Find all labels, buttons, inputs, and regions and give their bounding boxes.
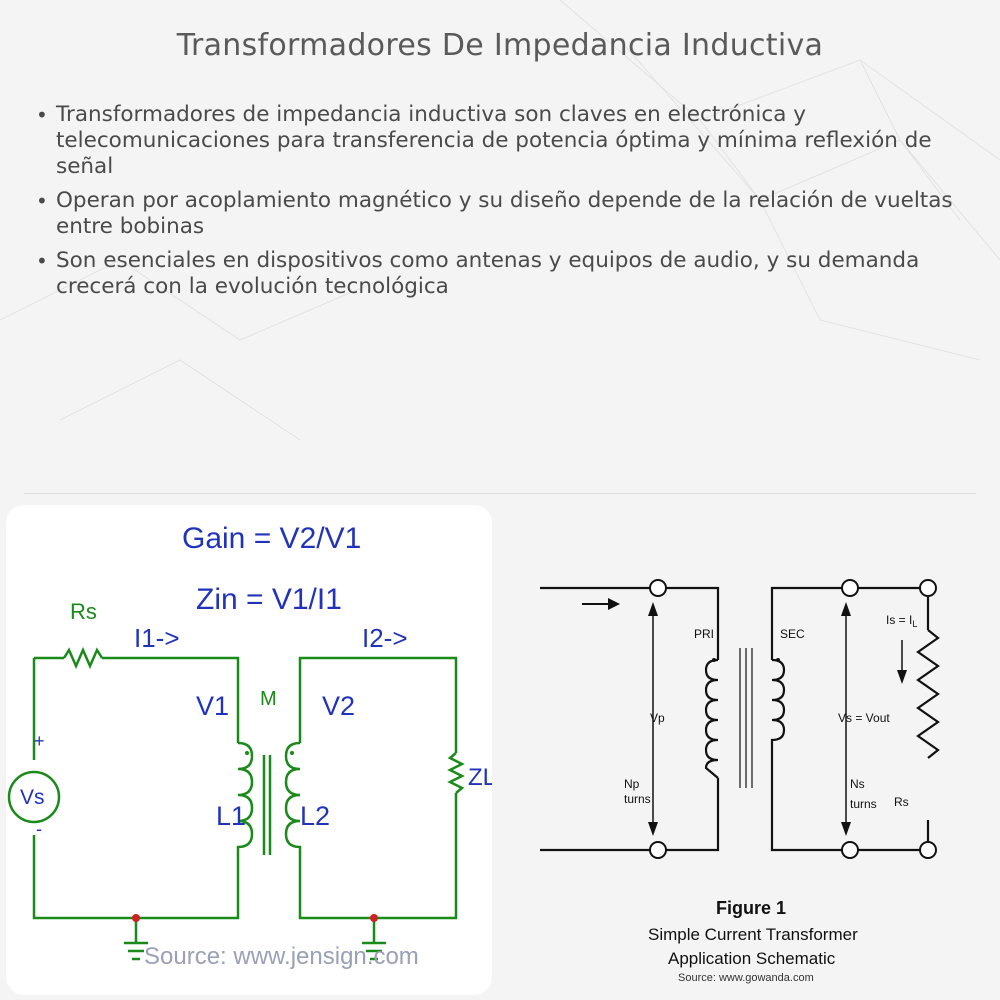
terminal-node	[919, 841, 937, 859]
zl-label: ZL	[468, 764, 492, 791]
voltage-source	[7, 770, 61, 824]
vs-vout-label: Vs = Vout	[838, 711, 890, 725]
np-turns-label: turns	[624, 792, 651, 806]
plus-sign: +	[34, 731, 45, 751]
bullet-item: Son esenciales en dispositivos como ante…	[34, 248, 974, 300]
bullet-item: Operan por acoplamiento magnético y su d…	[34, 188, 974, 240]
ground-symbol-right	[362, 941, 386, 961]
source-credit: Source: www.jensign.com	[144, 943, 419, 970]
ground-node	[132, 914, 140, 922]
ground-node	[370, 914, 378, 922]
gain-formula: Gain = V2/V1	[182, 522, 361, 555]
rs-resistor	[62, 646, 104, 670]
v2-label: V2	[322, 691, 355, 721]
bullet-list: Transformadores de impedancia inductiva …	[34, 102, 974, 308]
circuit-wires	[32, 646, 465, 961]
ns-turns-label: turns	[850, 797, 877, 811]
l2-coil	[284, 741, 302, 850]
rs-label: Rs	[894, 795, 909, 809]
source-credit: Source: www.gowanda.com	[678, 972, 814, 984]
i2-label: I2->	[362, 623, 408, 653]
figure-title: Figure 1	[716, 898, 786, 918]
left-diagram-panel: Gain = V2/V1 Zin = V1/I1 I1-> I2-> V1 V2…	[6, 505, 492, 995]
polarity-dot	[290, 751, 294, 755]
vs-label: Vs	[20, 786, 45, 809]
terminal-node	[841, 579, 859, 597]
terminal-node	[919, 579, 937, 597]
rs-label: Rs	[70, 599, 97, 624]
vp-label: Vp	[650, 711, 665, 725]
secondary-coil	[770, 658, 786, 760]
zl-impedance	[447, 752, 465, 794]
terminal-node	[649, 579, 667, 597]
figure-caption-line2: Application Schematic	[668, 949, 836, 968]
burden-resistor	[916, 629, 940, 759]
primary-coil	[704, 658, 719, 779]
impedance-transformer-circuit: Gain = V2/V1 Zin = V1/I1 I1-> I2-> V1 V2…	[7, 522, 492, 970]
minus-sign: -	[36, 819, 42, 839]
m-label: M	[260, 688, 277, 710]
terminal-node	[649, 841, 667, 859]
polarity-dot	[245, 751, 249, 755]
l1-coil	[236, 741, 254, 850]
i1-label: I1->	[134, 623, 180, 653]
transformer-core	[262, 755, 272, 855]
is-il-label: Is = IL	[886, 613, 917, 629]
l1-label: L1	[216, 801, 246, 831]
np-label: Np	[624, 777, 640, 791]
transformer-core	[739, 648, 753, 788]
v1-label: V1	[196, 691, 229, 721]
zin-formula: Zin = V1/I1	[196, 583, 342, 616]
section-divider	[24, 493, 976, 494]
page-title: Transformadores De Impedancia Inductiva	[176, 28, 824, 63]
bullet-item: Transformadores de impedancia inductiva …	[34, 102, 974, 180]
terminal-node	[841, 841, 859, 859]
schematic-wires	[540, 586, 940, 852]
ground-symbol-left	[124, 941, 148, 961]
figure-caption-line1: Simple Current Transformer	[648, 925, 858, 944]
current-transformer-schematic: PRI SEC Vp Np turns Vs = Vout Ns turns I…	[540, 579, 940, 984]
l2-label: L2	[300, 801, 330, 831]
sec-label: SEC	[780, 627, 805, 641]
pri-label: PRI	[694, 627, 714, 641]
ns-label: Ns	[850, 777, 865, 791]
